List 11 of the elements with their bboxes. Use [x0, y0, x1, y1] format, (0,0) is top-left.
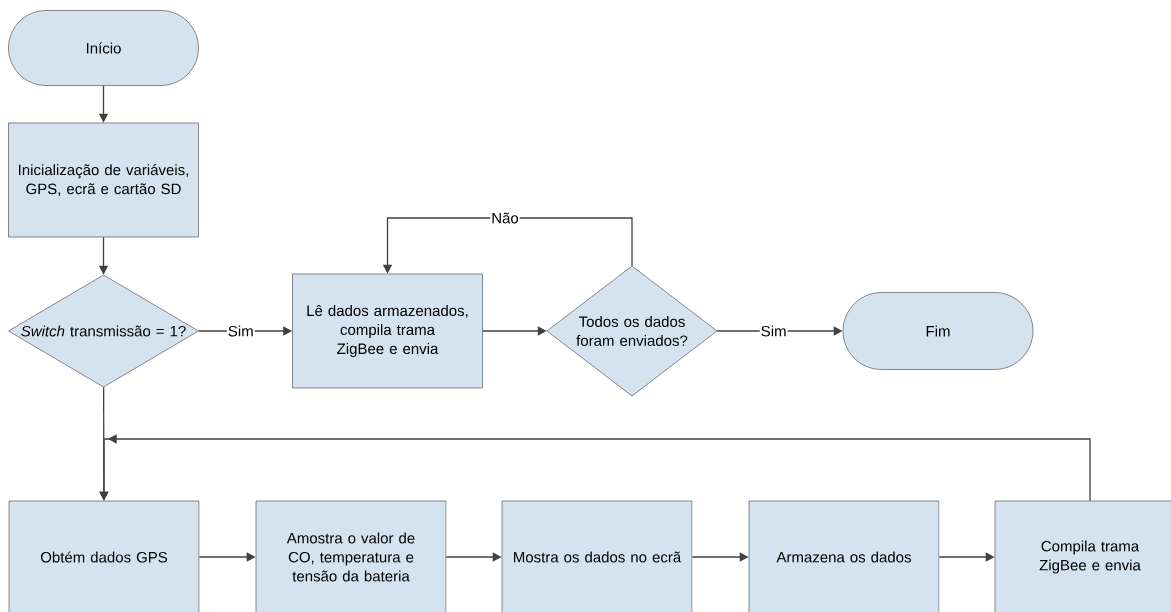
- process-box: Mostra os dados no ecrã: [501, 500, 693, 612]
- process-box: Inicialização de variáveis, GPS, ecrã e cartão SD: [8, 122, 199, 238]
- arrow: [99, 434, 1091, 502]
- process-box: Lê dados armazenados, compila trama ZigBee e envia: [292, 273, 483, 389]
- edge-label: Sim: [226, 324, 255, 338]
- edge-label: Não: [490, 211, 520, 225]
- process-box: Amostra o valor de CO, temperatura e tensão da bateria: [255, 500, 447, 612]
- process-box: Obtém dados GPS: [8, 500, 200, 612]
- process-box: Compila trama ZigBee e envia: [994, 500, 1171, 612]
- process-box: Armazena os dados: [748, 500, 940, 612]
- edge-label: Sim: [759, 324, 788, 338]
